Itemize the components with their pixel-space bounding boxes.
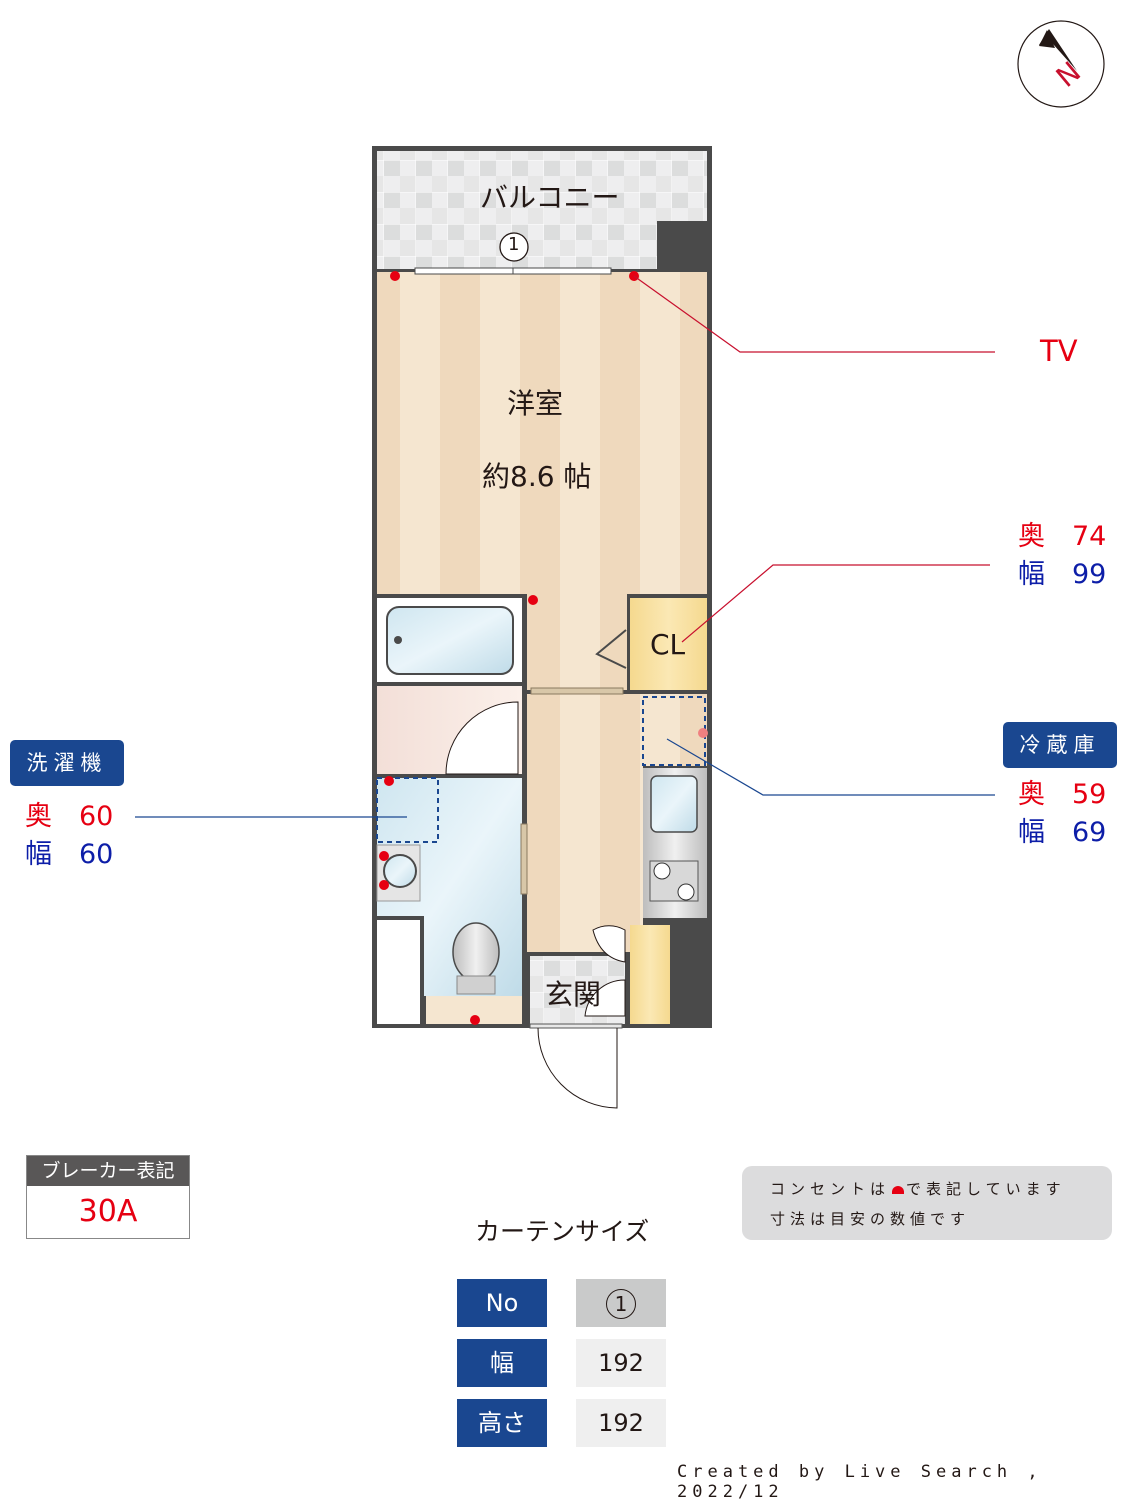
outlet-markers	[379, 271, 708, 1025]
window-number-circle: 1	[606, 1289, 636, 1319]
breaker-box: ブレーカー表記 30A	[26, 1155, 190, 1239]
breaker-value: 30A	[78, 1194, 138, 1229]
western-room-label: 洋室	[507, 387, 564, 420]
legend-note: コンセントはで表記しています 寸法は目安の数値です	[742, 1166, 1112, 1240]
note-line2: 寸法は目安の数値です	[770, 1210, 971, 1228]
curtain-value-no: 1	[576, 1279, 666, 1327]
depth-value: 74	[1072, 521, 1107, 552]
compass	[1017, 20, 1105, 108]
note-line1-pre: コンセントは	[770, 1180, 891, 1198]
curtain-header-height: 高さ	[457, 1399, 547, 1447]
tv-callout-label: TV	[1040, 334, 1078, 368]
curtain-header-no: No	[457, 1279, 547, 1327]
curtain-value-width: 192	[576, 1339, 666, 1387]
entrance-label: 玄関	[545, 978, 602, 1011]
depth-value: 60	[79, 801, 114, 832]
width-value: 60	[79, 839, 114, 870]
fridge-tag: 冷蔵庫	[1003, 722, 1117, 768]
width-label: 幅	[1018, 559, 1045, 590]
width-value: 69	[1072, 817, 1107, 848]
breaker-label: ブレーカー表記	[27, 1156, 189, 1186]
closet-label: CL	[650, 628, 686, 661]
washer-dimensions: 奥 60 幅 60	[25, 798, 113, 874]
curtain-value-height: 192	[576, 1399, 666, 1447]
width-label: 幅	[1018, 817, 1045, 848]
depth-label: 奥	[25, 801, 52, 832]
window-number: 1	[508, 234, 520, 255]
outlet-icon	[892, 1185, 905, 1194]
balcony-label: バルコニー	[480, 181, 620, 214]
width-value: 99	[1072, 559, 1107, 590]
washer-tag: 洗濯機	[10, 740, 124, 786]
note-line1-post: で表記しています	[906, 1180, 1066, 1198]
curtain-header-width: 幅	[457, 1339, 547, 1387]
western-room-size: 約8.6 帖	[482, 460, 592, 493]
closet-dimensions: 奥 74 幅 99	[1018, 518, 1106, 594]
floor-plan	[135, 146, 995, 1109]
fridge-dimensions: 奥 59 幅 69	[1018, 776, 1106, 852]
depth-value: 59	[1072, 779, 1107, 810]
width-label: 幅	[25, 839, 52, 870]
curtain-title: カーテンサイズ	[475, 1217, 650, 1246]
credit-line: Created by Live Search , 2022/12	[677, 1462, 1043, 1502]
depth-label: 奥	[1018, 779, 1045, 810]
depth-label: 奥	[1018, 521, 1045, 552]
